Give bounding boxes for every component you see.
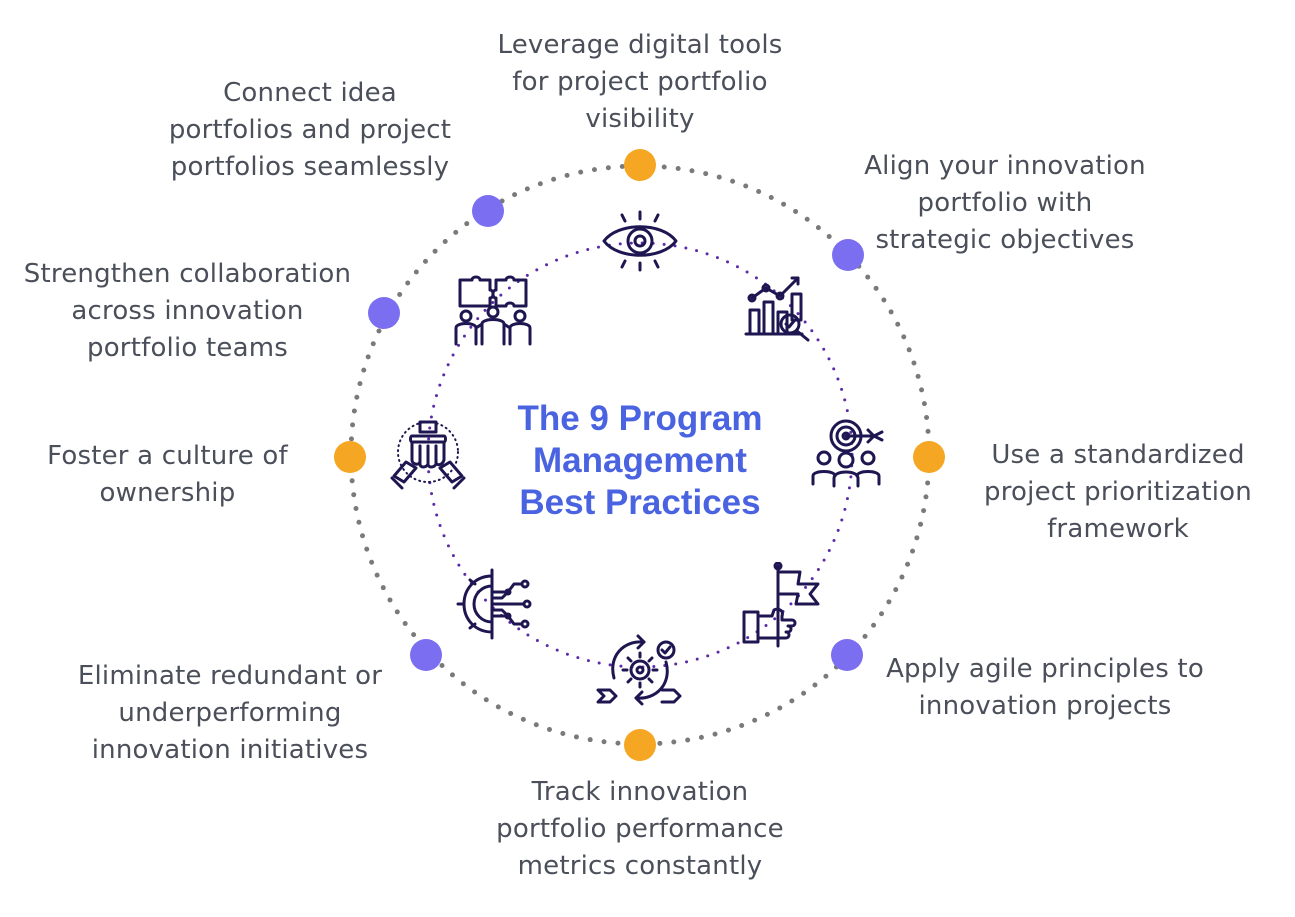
stacked-hands-icon <box>388 418 468 494</box>
practice-label-digital-tools: Leverage digital tools for project portf… <box>497 30 783 134</box>
ring-marker-dot-1 <box>624 149 656 181</box>
ring-marker-dot-6 <box>410 639 442 671</box>
practice-label-strategic-alignment: Align your innovation portfolio with str… <box>864 151 1146 255</box>
ring-marker-dot-7 <box>334 441 366 473</box>
flag-hand-icon <box>740 562 822 652</box>
cycle-gear-icon <box>594 632 686 708</box>
puzzle-team-icon <box>452 272 534 348</box>
practice-label-eliminate-redundant: Eliminate redundant or underperforming i… <box>77 661 383 765</box>
practice-label-prioritization-framework: Use a standardized project prioritizatio… <box>984 440 1252 544</box>
practice-label-connect-portfolios: Connect idea portfolios and project port… <box>168 78 452 182</box>
ring-marker-dot-3 <box>913 441 945 473</box>
ring-marker-dot-4 <box>831 639 863 671</box>
title-line-2: Management <box>533 441 747 480</box>
title-line-3: Best Practices <box>519 483 761 522</box>
diagram-title: The 9 Program Management Best Practices <box>465 398 815 524</box>
ring-marker-dot-8 <box>368 297 400 329</box>
eye-icon <box>600 210 680 272</box>
practice-label-collaboration: Strengthen collaboration across innovati… <box>23 259 352 363</box>
practice-label-ownership-culture: Foster a culture of ownership <box>47 441 288 508</box>
ring-marker-dot-2 <box>832 239 864 271</box>
growth-chart-icon <box>742 272 820 346</box>
ring-marker-dot-9 <box>472 195 504 227</box>
practice-label-performance-metrics: Track innovation portfolio performance m… <box>496 777 784 881</box>
ring-marker-dot-5 <box>624 729 656 761</box>
title-line-1: The 9 Program <box>517 399 763 438</box>
gear-circuit-icon <box>450 562 534 646</box>
practice-label-agile-principles: Apply agile principles to innovation pro… <box>886 654 1204 721</box>
target-team-icon <box>810 418 886 490</box>
